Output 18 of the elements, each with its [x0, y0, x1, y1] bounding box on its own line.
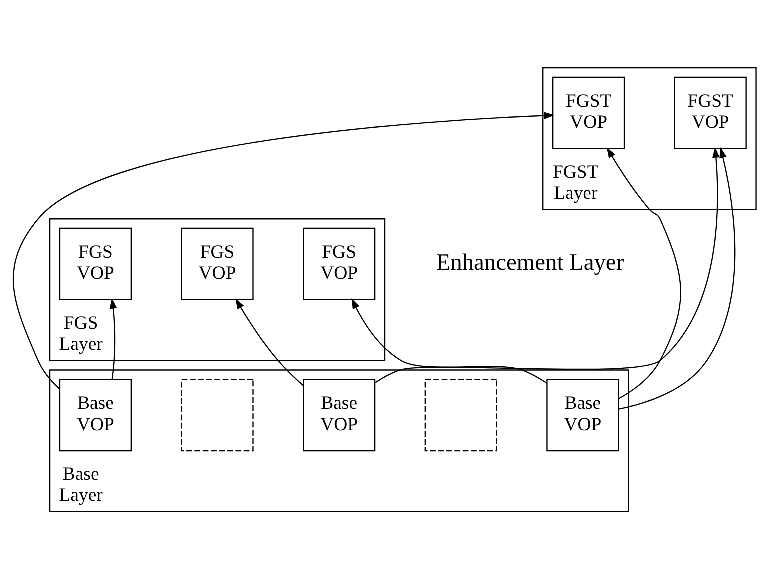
node-box: FGST VOP [674, 76, 747, 149]
node-box [181, 378, 254, 452]
node-box [424, 378, 498, 452]
node-box: FGS VOP [59, 227, 132, 300]
node-box: FGS VOP [181, 227, 254, 300]
node-box: FGST VOP [552, 76, 626, 149]
arrow [606, 147, 682, 400]
arrow [352, 298, 548, 384]
node-box: Base VOP [59, 378, 132, 452]
arrow [110, 298, 118, 379]
arrow [374, 146, 720, 384]
label: Enhancement Layer [436, 250, 624, 276]
arrow [13, 112, 555, 390]
node-box: Base VOP [303, 378, 376, 452]
node-box: FGS VOP [303, 227, 376, 300]
arrow [618, 147, 736, 410]
arrow [236, 298, 304, 386]
node-box: Base VOP [546, 378, 620, 452]
